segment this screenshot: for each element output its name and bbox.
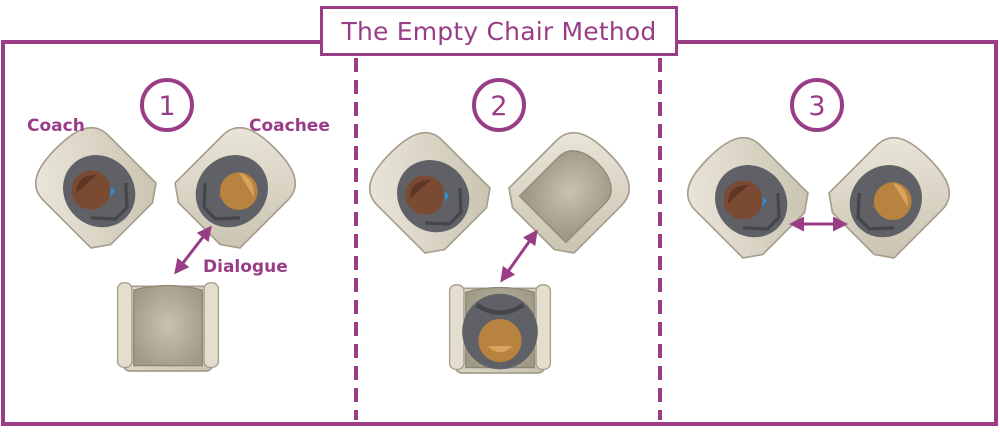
coachee-person-1 [165, 114, 309, 258]
step-1-number: 1 [158, 91, 175, 122]
dialogue-arrow-1 [174, 225, 212, 275]
step-3-number: 3 [808, 91, 825, 122]
empty-chair-1 [116, 281, 220, 372]
step-2-marker: 2 [472, 78, 526, 132]
coachee-person-3 [819, 124, 963, 268]
diagram-title-text: The Empty Chair Method [341, 16, 657, 46]
dialogue-label: Dialogue [203, 257, 288, 277]
step-2-number: 2 [490, 91, 507, 122]
dialogue-arrow-2 [500, 229, 538, 283]
coachee-person-2 [448, 283, 552, 374]
coachee-label: Coachee [249, 116, 330, 136]
step-1-marker: 1 [140, 78, 194, 132]
coach-person-3 [674, 124, 818, 268]
empty-armchair-2 [500, 119, 643, 262]
coach-person-1 [22, 114, 166, 258]
step-3-marker: 3 [790, 78, 844, 132]
coach-label: Coach [27, 116, 85, 136]
coach-person-2 [356, 119, 500, 263]
diagram-title: The Empty Chair Method [320, 6, 678, 56]
